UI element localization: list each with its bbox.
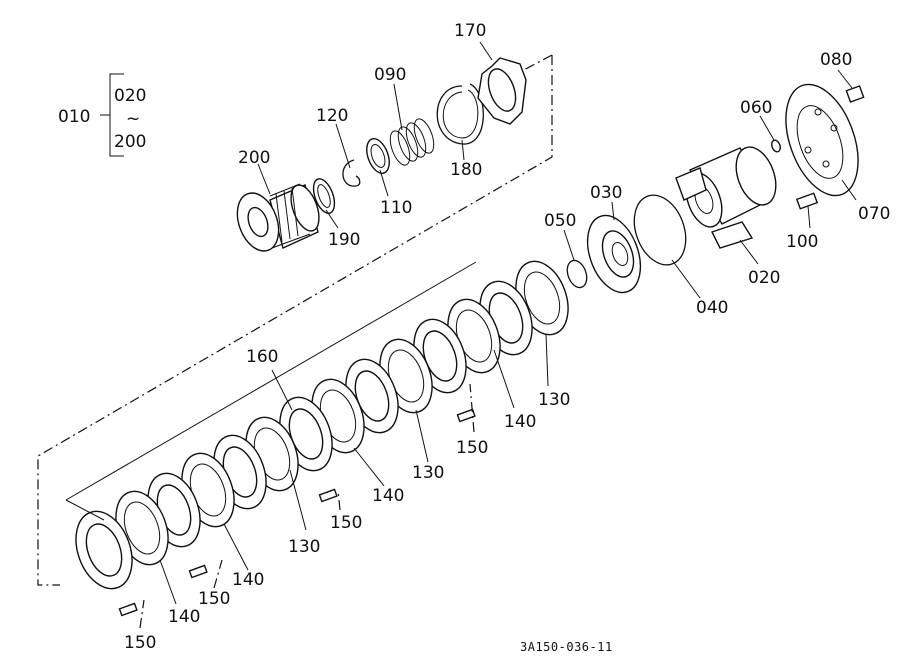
label-120: 120 xyxy=(316,106,348,126)
part-180-retaining-ring xyxy=(436,83,484,145)
part-030-piston xyxy=(586,214,642,294)
label-140-b: 140 xyxy=(372,486,404,506)
label-030: 030 xyxy=(590,183,622,203)
label-150-c: 150 xyxy=(198,589,230,609)
label-130-a: 130 xyxy=(538,390,570,410)
label-150-a: 150 xyxy=(456,438,488,458)
part-020-housing xyxy=(675,146,777,249)
pin-150-4 xyxy=(456,408,476,423)
part-050-o-ring xyxy=(566,259,588,289)
label-110: 110 xyxy=(380,198,412,218)
label-200-range: 200 xyxy=(114,132,146,152)
part-190-ring xyxy=(312,178,336,214)
part-110-ring xyxy=(366,138,390,174)
label-090: 090 xyxy=(374,65,406,85)
part-200-hub xyxy=(236,183,320,252)
label-140-c: 140 xyxy=(232,570,264,590)
pin-150-1 xyxy=(118,602,138,617)
label-100: 100 xyxy=(786,232,818,252)
label-040: 040 xyxy=(696,298,728,318)
label-190: 190 xyxy=(328,230,360,250)
part-080-plug xyxy=(845,85,865,103)
label-020-range: 020 xyxy=(114,86,146,106)
pin-150-3 xyxy=(318,488,338,503)
label-140-a: 140 xyxy=(504,412,536,432)
label-060: 060 xyxy=(740,98,772,118)
label-150-b: 150 xyxy=(330,513,362,533)
label-130-c: 130 xyxy=(288,537,320,557)
part-100-bolt xyxy=(795,192,819,210)
part-040-o-ring xyxy=(633,194,687,266)
part-060-small-ring xyxy=(771,139,781,153)
label-130-b: 130 xyxy=(412,463,444,483)
label-070: 070 xyxy=(858,204,890,224)
friction-disc-7 xyxy=(75,510,133,590)
label-010: 010 xyxy=(58,107,90,127)
label-170: 170 xyxy=(454,21,486,41)
part-170-plate xyxy=(477,57,527,125)
reference-code: 3A150-036-11 xyxy=(520,640,613,654)
assembly-bracket xyxy=(100,73,124,157)
label-020: 020 xyxy=(748,268,780,288)
part-090-spring xyxy=(389,118,435,166)
clutch-pack-guides xyxy=(65,261,477,521)
label-200: 200 xyxy=(238,148,270,168)
label-tilde: ~ xyxy=(126,109,140,129)
part-120-snap-ring xyxy=(342,159,361,187)
label-180: 180 xyxy=(450,160,482,180)
label-050: 050 xyxy=(544,211,576,231)
label-150-d: 150 xyxy=(124,633,156,653)
pin-150-2 xyxy=(188,564,208,579)
label-140-d: 140 xyxy=(168,607,200,627)
part-070-cover xyxy=(785,83,859,197)
label-080: 080 xyxy=(820,50,852,70)
group-boundary-lines xyxy=(37,54,553,586)
label-160: 160 xyxy=(246,347,278,367)
leader-lines xyxy=(139,41,857,629)
